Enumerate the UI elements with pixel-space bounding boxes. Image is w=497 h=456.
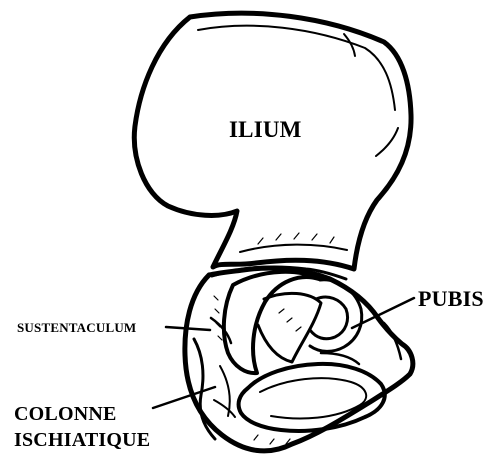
sustentaculum-label: SUSTENTACULUM [17, 321, 136, 334]
shading-marks-left [214, 296, 222, 340]
obturator-ring [239, 364, 385, 431]
shading-marks-center [279, 309, 301, 331]
ilium-label: ILIUM [229, 118, 302, 141]
colonne-ischiatique-label-line-2: ISCHIATIQUE [14, 430, 150, 450]
ilium-rim-inner [198, 26, 395, 110]
ilium-lower-edge-detail [240, 245, 347, 252]
sustentaculum-pointer-line [166, 327, 210, 330]
lower-bone-outline [185, 268, 413, 451]
pubis-label: PUBIS [418, 288, 484, 310]
lower-ischial-detail [214, 400, 235, 417]
acetabulum-rim [224, 272, 319, 373]
ilium-rim-notch-2 [376, 128, 398, 156]
colonne-pointer-line [153, 387, 215, 408]
ilium-rim-notch-1 [344, 34, 355, 56]
colonne-ischiatique-label-line-1: COLONNE [14, 404, 117, 424]
acetabulum-inner-notch [258, 293, 321, 362]
ilium-hatch-1 [258, 233, 334, 244]
shading-marks-bottom [254, 435, 290, 444]
